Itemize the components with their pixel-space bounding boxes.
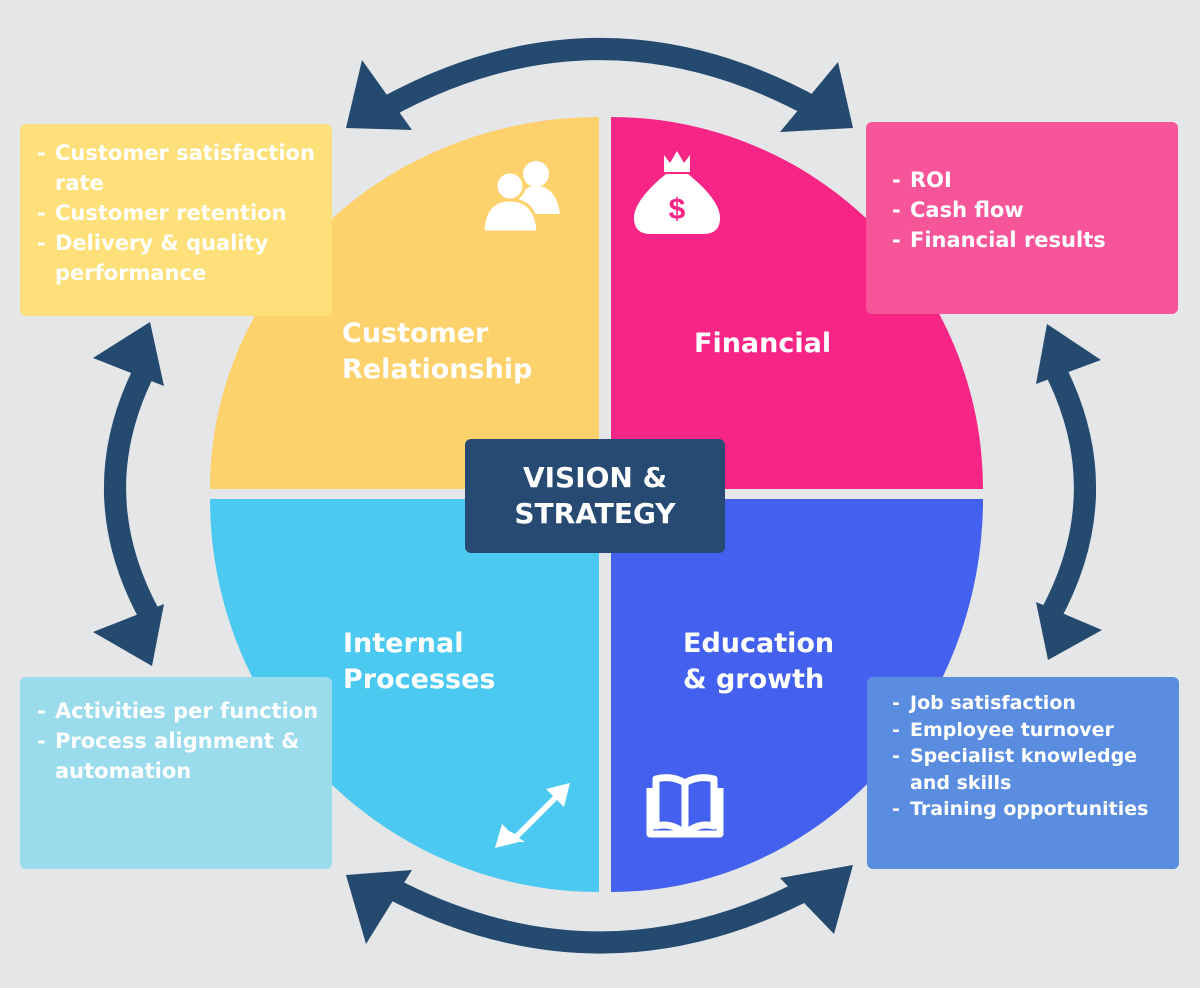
arrowhead-left-top bbox=[93, 322, 164, 386]
education-metrics-box: Job satisfaction Employee turnover Speci… bbox=[867, 677, 1179, 869]
vision-strategy-label: VISION & STRATEGY bbox=[514, 461, 676, 530]
arrowhead-right-top bbox=[1036, 324, 1101, 384]
money-bag-icon: $ bbox=[634, 151, 720, 234]
arrowhead-bottom-right bbox=[780, 865, 853, 934]
metric-item: Financial results bbox=[892, 225, 1168, 255]
cycle-arrows bbox=[104, 38, 1096, 954]
metric-item: Employee turnover bbox=[892, 717, 1173, 744]
arrowhead-bottom-left bbox=[346, 870, 412, 944]
metric-item: Delivery & quality performance bbox=[37, 228, 322, 288]
users-icon bbox=[481, 161, 560, 234]
education-metrics-list: Job satisfaction Employee turnover Speci… bbox=[892, 690, 1173, 823]
metric-item: Job satisfaction bbox=[892, 690, 1173, 717]
arrow-bottom bbox=[379, 875, 821, 954]
metric-item: Training opportunities bbox=[892, 796, 1173, 823]
arrow-top bbox=[379, 38, 821, 118]
metric-item: Activities per function bbox=[37, 696, 322, 726]
financial-metrics-box: ROI Cash flow Financial results bbox=[866, 122, 1178, 314]
metric-item: Cash flow bbox=[892, 195, 1168, 225]
metric-item: Specialist knowledge and skills bbox=[892, 743, 1173, 796]
metric-item: Customer satisfaction rate bbox=[37, 138, 322, 198]
customer-metrics-box: Customer satisfaction rate Customer rete… bbox=[20, 124, 332, 316]
internal-metrics-box: Activities per function Process alignmen… bbox=[20, 677, 332, 869]
metric-item: Customer retention bbox=[37, 198, 322, 228]
arrowhead-left-bottom bbox=[93, 604, 164, 666]
arrow-right bbox=[1040, 354, 1096, 622]
metric-item: Process alignment & automation bbox=[37, 726, 322, 786]
financial-metrics-list: ROI Cash flow Financial results bbox=[892, 165, 1168, 255]
svg-text:$: $ bbox=[669, 193, 686, 226]
internal-metrics-list: Activities per function Process alignmen… bbox=[37, 696, 322, 786]
quadrant-label-internal: Internal Processes bbox=[343, 628, 496, 695]
vision-strategy-box: VISION & STRATEGY bbox=[465, 439, 725, 553]
metric-item: ROI bbox=[892, 165, 1168, 195]
quadrant-education bbox=[611, 499, 983, 892]
diagonal-arrows-icon bbox=[495, 783, 570, 848]
quadrant-label-education: Education & growth bbox=[683, 628, 835, 695]
arrowheads bbox=[93, 60, 1102, 944]
arrow-left bbox=[104, 354, 160, 622]
quadrant-label-customer: Customer Relationship bbox=[342, 318, 533, 385]
quadrant-internal bbox=[210, 499, 599, 892]
open-book-icon bbox=[646, 774, 724, 838]
customer-metrics-list: Customer satisfaction rate Customer rete… bbox=[37, 138, 322, 288]
arrowhead-right-bottom bbox=[1036, 602, 1102, 660]
arrowhead-top-left bbox=[346, 60, 412, 130]
quadrant-label-financial: Financial bbox=[694, 328, 832, 359]
arrowhead-top-right bbox=[780, 62, 853, 132]
